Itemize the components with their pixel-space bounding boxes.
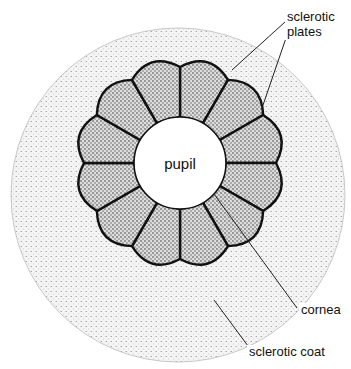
sclerotic-plate <box>220 115 282 163</box>
node-label: pupil <box>164 155 196 172</box>
cornea-ring <box>134 117 226 209</box>
pupil-circle: pupil <box>137 120 223 206</box>
sclerotic-plate <box>180 203 228 265</box>
leader-lines <box>214 22 297 346</box>
sclerotic-plate <box>78 163 140 211</box>
leader-line <box>214 194 297 308</box>
part-label: sclerotic plates <box>285 10 349 40</box>
leader-line <box>262 38 286 108</box>
part-label: sclerotic coat <box>247 345 327 360</box>
part-label: cornea <box>299 303 343 318</box>
leader-line <box>214 300 248 346</box>
sclerotic-coat <box>11 28 345 362</box>
sclerotic-plate <box>132 61 180 123</box>
plate-ring <box>78 61 281 264</box>
